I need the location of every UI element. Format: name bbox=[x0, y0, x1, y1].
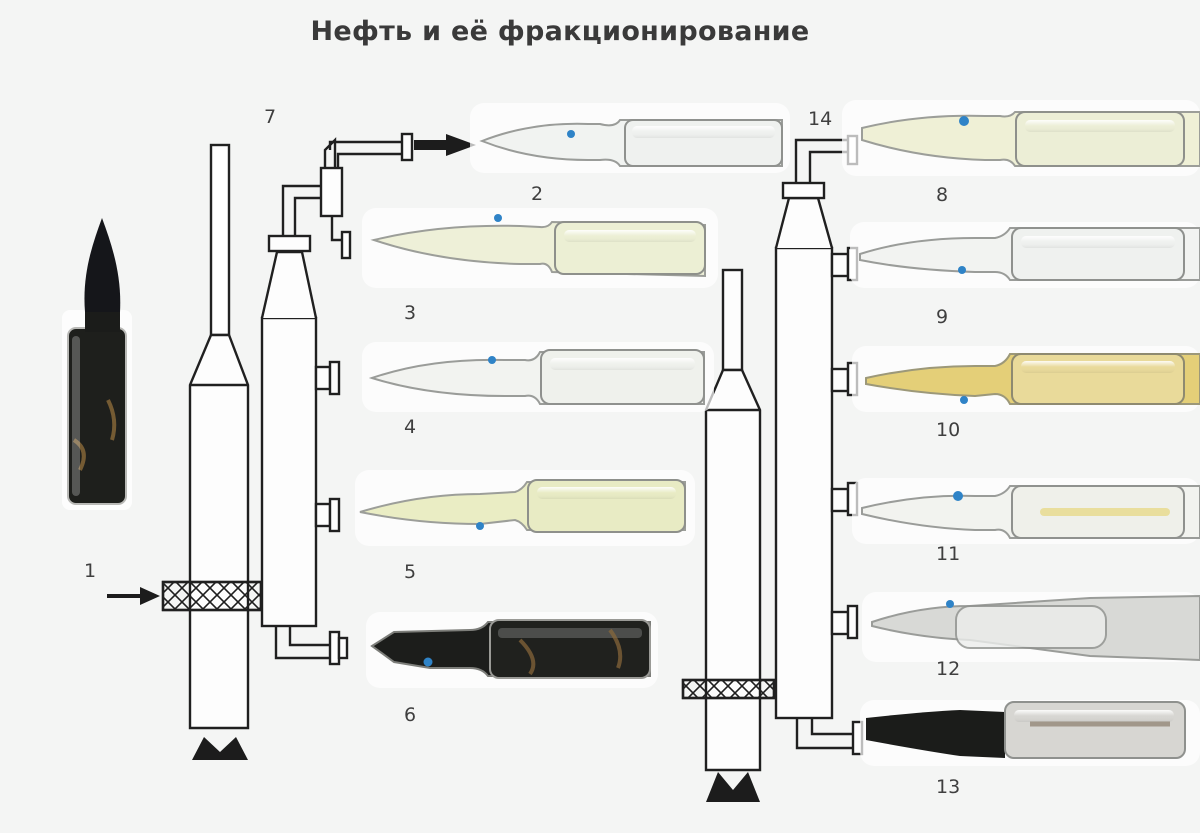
board-title: Нефть и её фракционирование bbox=[310, 16, 810, 47]
ampoule-13 bbox=[860, 700, 1200, 766]
distillate-arrow bbox=[414, 134, 476, 156]
label-9: 9 bbox=[936, 306, 949, 328]
vacuum-heater-band bbox=[681, 678, 776, 700]
ampoule-10 bbox=[852, 346, 1200, 412]
label-2: 2 bbox=[531, 183, 544, 205]
vacuum-column bbox=[681, 268, 776, 772]
label-13: 13 bbox=[936, 776, 961, 798]
label-3: 3 bbox=[404, 302, 417, 324]
ampoule-1-crude-oil bbox=[62, 218, 132, 510]
ampoule-6 bbox=[366, 612, 658, 688]
vacuum-column-support bbox=[706, 772, 760, 802]
ampoule-2 bbox=[470, 103, 790, 173]
label-6: 6 bbox=[404, 704, 417, 726]
ampoule-4 bbox=[362, 342, 714, 412]
label-7: 7 bbox=[264, 106, 277, 128]
ampoule-8 bbox=[842, 100, 1200, 176]
stripping-column bbox=[260, 132, 414, 666]
ampoule-9 bbox=[850, 222, 1200, 288]
label-4: 4 bbox=[404, 416, 417, 438]
atmospheric-column bbox=[161, 143, 263, 730]
label-10: 10 bbox=[936, 419, 961, 441]
label-8: 8 bbox=[936, 184, 949, 206]
label-5: 5 bbox=[404, 561, 417, 583]
ampoule-3 bbox=[362, 208, 718, 288]
ampoule-5 bbox=[355, 470, 695, 546]
label-1: 1 bbox=[84, 560, 97, 582]
heater-band bbox=[161, 580, 263, 612]
label-12: 12 bbox=[936, 658, 961, 680]
ampoule-11 bbox=[852, 478, 1200, 544]
feed-arrow bbox=[107, 587, 160, 605]
fractionating-column bbox=[774, 134, 864, 756]
ampoule-12 bbox=[862, 592, 1200, 662]
label-11: 11 bbox=[936, 543, 961, 565]
column-support bbox=[192, 737, 248, 760]
label-14: 14 bbox=[808, 108, 833, 130]
